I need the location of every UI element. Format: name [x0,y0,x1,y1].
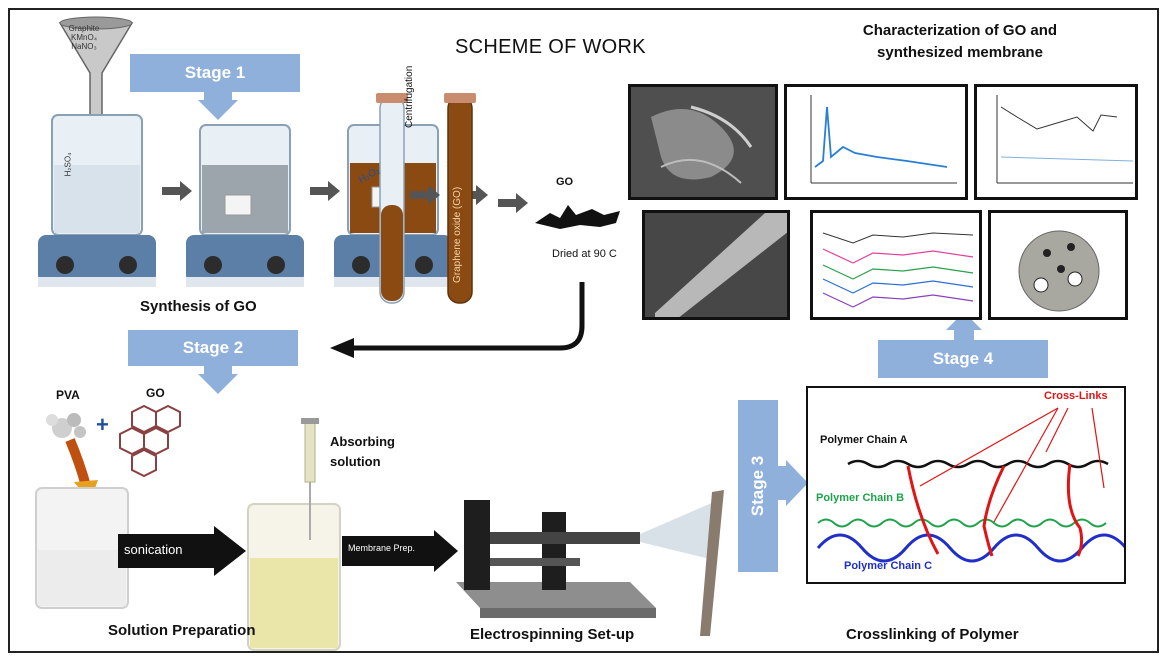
absorbing-solution-label: Absorbing solution [330,432,395,472]
arrow-4-icon [410,185,440,205]
sem-go-image [631,87,775,197]
characterization-title: Characterization of GO and synthesized m… [800,20,1120,64]
synthesis-illustration [38,16,620,304]
beaker-2-icon [199,124,291,236]
contact-angle-diagram [1018,230,1100,312]
plus-sign: + [96,412,109,437]
go-flake-icon [535,205,620,229]
arrow-1-icon [162,181,192,201]
sem-go-panel [628,84,778,200]
ftir-membrane-plot [822,232,974,308]
chain-b-label: Polymer Chain B [816,492,905,504]
test-tube-1-icon [376,93,408,304]
crosslinking-caption: Crosslinking of Polymer [846,626,1019,643]
figure-frame [8,8,1159,653]
stage-2-down-arrow-icon [198,366,238,394]
electrospinning-caption: Electrospinning Set-up [470,626,635,643]
contact-angle-panel [988,210,1128,320]
cross-link-pointers [919,407,1105,523]
chain-c-line [816,533,1124,563]
stage-4-banner: Stage 4 [878,340,1048,378]
beaker-pva-icon [35,487,129,609]
stage-3-right-arrow-icon [778,460,808,506]
pva-particles-icon [46,413,86,438]
sem-fiber-image [645,213,787,317]
cross-links-label: Cross-Links [1044,390,1108,402]
xrd-plot [810,95,957,184]
chain-a-label: Polymer Chain A [820,434,908,446]
centrifugation-label: Centrifugation [404,65,415,128]
funnel-label: Graphite KMnO₄ NaNO₃ [64,24,104,51]
cross-link-lines [906,463,1084,557]
characterization-title-line-2: synthesized membrane [877,44,1043,61]
solution-go-label: GO [146,386,165,400]
pump-block-left-icon [464,500,490,590]
synthesis-caption: Synthesis of GO [140,298,257,315]
solution-illustration [35,404,341,651]
solution-caption: Solution Preparation [108,622,256,639]
stage-2-banner: Stage 2 [128,330,298,366]
chain-b-line [817,518,1107,528]
crosslinking-diagram [816,407,1124,563]
absorbing-line-2: solution [330,454,381,469]
syringe-icon [301,418,319,540]
graphene-oxide-tube-label: Graphene oxide (GO) [452,186,463,283]
pva-label: PVA [56,388,80,402]
scheme-title: SCHEME OF WORK [455,36,646,58]
funnel-label-nano3: NaNO₃ [71,42,97,51]
arrow-2-icon [310,181,340,201]
stage-1-banner: Stage 1 [130,54,300,92]
sonication-label: sonication [124,542,183,557]
electrospinning-illustration [456,490,724,636]
sonication-arrow-icon [118,526,246,576]
stage-3-label: Stage 3 [748,455,768,517]
membrane-prep-label: Membrane Prep. [348,543,416,553]
funnel-label-graphite: Graphite [68,24,100,33]
dried-label: Dried at 90 C [552,248,617,260]
hotplate-2-icon [186,235,304,287]
crosslinking-panel: Cross-Links Polymer Chain A Polymer Chai… [806,386,1126,584]
chain-c-label: Polymer Chain C [844,560,933,572]
go-label: GO [556,176,574,188]
absorbing-line-1: Absorbing [330,434,395,449]
characterization-title-line-1: Characterization of GO and [862,22,1058,39]
xrd-panel [784,84,968,200]
ftir-go-panel [974,84,1138,200]
beaker-solution-icon [247,503,341,651]
stage-4-up-arrow-icon [946,312,982,340]
collector-plate-icon [700,490,724,636]
hotplate-1-icon [38,235,156,287]
go-molecule-icon [119,404,181,478]
pour-arrow-icon [65,438,91,488]
return-arrow-icon [330,282,585,358]
syringe-barrel-icon [490,532,640,544]
arrow-3-icon [458,185,488,205]
membrane-prep-arrow-icon [342,530,458,572]
stage-1-down-arrow-icon [198,92,238,120]
funnel-label-kmno4: KMnO₄ [71,33,97,42]
chain-a-line [847,459,1109,469]
test-tube-2-icon [444,93,476,304]
sem-fiber-panel [642,210,790,320]
ftir-go-plot [996,95,1134,184]
pump-block-right-icon [542,512,566,590]
stage-3-banner: Stage 3 [738,400,778,572]
h2so4-label: H₂SO₄ [63,152,73,177]
ftir-membrane-panel [810,210,982,320]
arrow-5-icon [498,193,528,213]
spray-cone-icon [640,502,714,560]
